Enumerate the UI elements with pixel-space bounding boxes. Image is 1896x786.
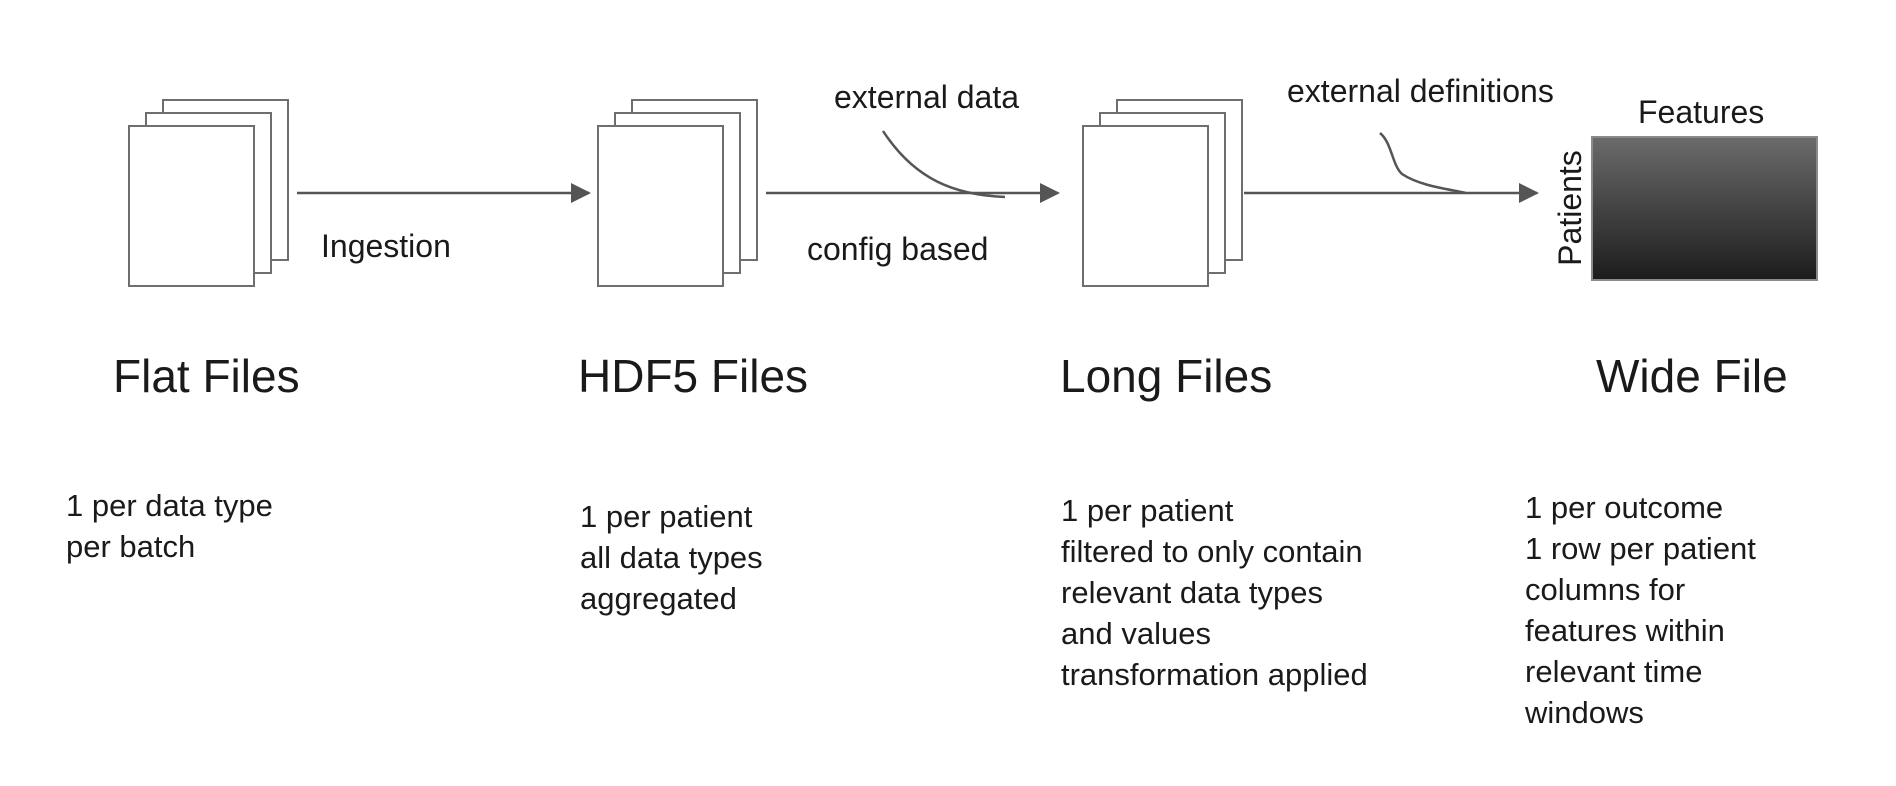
config-based-label: config based — [807, 231, 989, 267]
patients-label: Patients — [1552, 150, 1588, 266]
description-line: 1 per patient — [580, 499, 753, 534]
description-line: relevant data types — [1061, 575, 1323, 610]
description-line: features within — [1525, 613, 1725, 648]
flat-files-title: Flat Files — [113, 350, 300, 402]
long-files-title: Long Files — [1060, 350, 1273, 402]
description-line: 1 per patient — [1061, 493, 1234, 528]
description-line: transformation applied — [1061, 657, 1368, 692]
long-files-stack-icon — [1082, 99, 1243, 287]
wide-file-matrix — [1591, 136, 1818, 281]
external-definitions-curve — [1379, 132, 1467, 195]
external-data-label: external data — [834, 79, 1020, 115]
description-line: all data types — [580, 540, 763, 575]
flat-files-stack-icon — [128, 99, 289, 287]
description-line: relevant time — [1525, 654, 1703, 689]
external-data-curve — [881, 130, 1006, 199]
hdf5-files-stack-icon — [597, 99, 758, 287]
description-line: 1 per data type — [66, 488, 273, 523]
description-line: 1 per outcome — [1525, 490, 1724, 525]
features-label: Features — [1638, 94, 1765, 130]
description-line: and values — [1061, 616, 1211, 651]
long-files-description: 1 per patient filtered to only contain r… — [1061, 490, 1368, 695]
wide-file-title: Wide File — [1596, 350, 1788, 402]
hdf5-files-description: 1 per patient all data types aggregated — [580, 496, 763, 619]
external-definitions-label: external definitions — [1287, 73, 1554, 109]
description-line: 1 row per patient — [1525, 531, 1756, 566]
description-line: per batch — [66, 529, 196, 564]
description-line: aggregated — [580, 581, 737, 616]
hdf5-files-title: HDF5 Files — [578, 350, 809, 402]
description-line: columns for — [1525, 572, 1686, 607]
description-line: windows — [1525, 695, 1644, 730]
ingestion-label: Ingestion — [321, 228, 451, 264]
wide-file-description: 1 per outcome 1 row per patient columns … — [1525, 487, 1756, 733]
flat-files-description: 1 per data type per batch — [66, 485, 273, 567]
description-line: filtered to only contain — [1061, 534, 1363, 569]
